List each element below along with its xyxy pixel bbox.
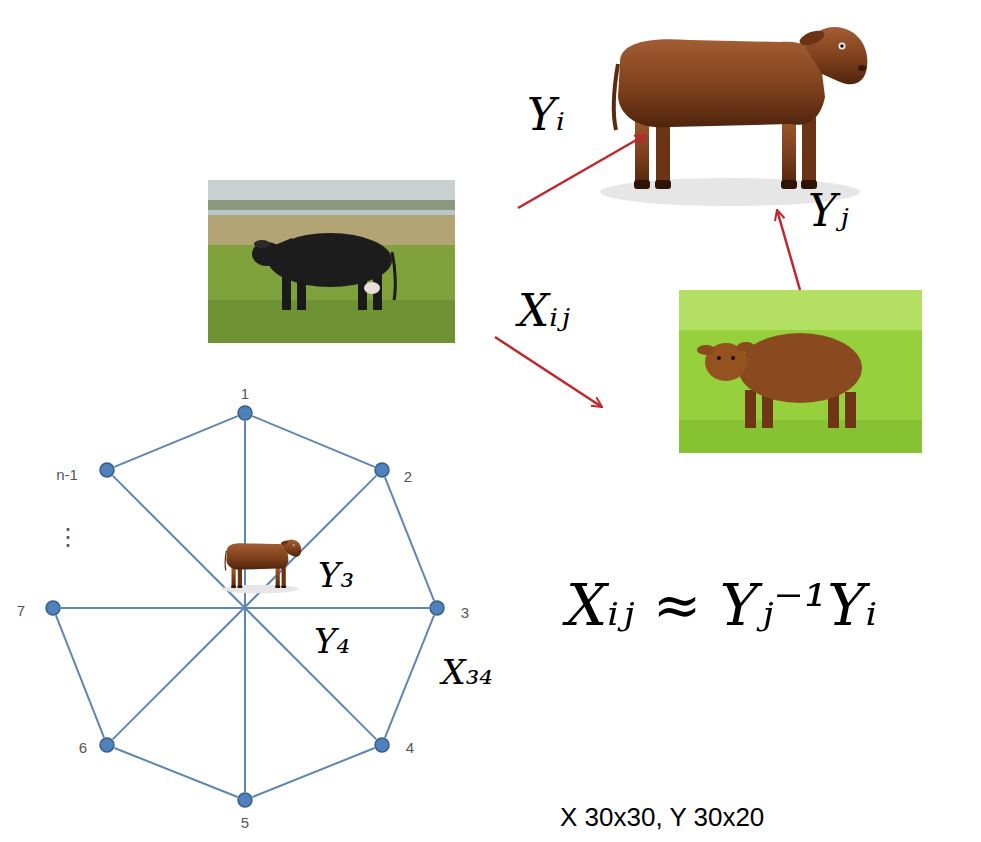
vertex-number: 1 bbox=[241, 386, 249, 401]
graph-edge bbox=[385, 477, 434, 600]
vertex-dot bbox=[429, 600, 445, 616]
vertex-dot bbox=[374, 462, 390, 478]
formula: Xᵢⱼ ≈ Yⱼ⁻¹Yᵢ bbox=[566, 572, 877, 639]
vertex-dot bbox=[99, 737, 115, 753]
graph-vertex: 5 bbox=[237, 792, 253, 808]
cow-model bbox=[600, 27, 867, 206]
vertex-dot bbox=[374, 737, 390, 753]
graph-edge bbox=[113, 476, 377, 740]
vertex-dot bbox=[99, 462, 115, 478]
graph-vertex: 6 bbox=[99, 737, 115, 753]
graph-vertex: 7 bbox=[45, 600, 61, 616]
graph-vertex: 2 bbox=[374, 462, 390, 478]
cow-model bbox=[221, 540, 301, 594]
vertex-dot bbox=[45, 600, 61, 616]
graph-vertex: 3 bbox=[429, 600, 445, 616]
vertex-dot bbox=[237, 405, 253, 421]
graph-edge bbox=[252, 748, 374, 797]
graph-edge bbox=[385, 615, 434, 737]
ellipsis-mark: ⋮ bbox=[56, 524, 80, 552]
vertex-number: n-1 bbox=[56, 467, 78, 482]
mapping-arrow bbox=[495, 135, 800, 407]
size-note: X 30x30, Y 30x20 bbox=[560, 803, 764, 833]
graph-edge bbox=[56, 615, 104, 737]
cow-photo bbox=[679, 290, 922, 453]
edge-label: X₃₄ bbox=[440, 653, 495, 692]
vertex-number: 5 bbox=[241, 815, 249, 830]
graph-vertex: 4 bbox=[374, 737, 390, 753]
transform-label: Yᵢ bbox=[527, 90, 565, 141]
vertex-number: 4 bbox=[406, 740, 414, 755]
transform-label: Xᵢⱼ bbox=[518, 286, 570, 337]
vertex-number: 2 bbox=[404, 469, 412, 484]
graph-edge bbox=[252, 416, 374, 467]
vertex-number: 7 bbox=[17, 603, 25, 618]
graph-vertex: 1 bbox=[237, 405, 253, 421]
transform-label: Y₄ bbox=[314, 622, 350, 661]
vertex-number: 6 bbox=[79, 740, 87, 755]
transform-label: Yⱼ bbox=[808, 186, 849, 237]
vertex-number: 3 bbox=[461, 605, 469, 620]
graph-edge bbox=[113, 476, 377, 740]
vertex-dot bbox=[237, 792, 253, 808]
graph-edge bbox=[114, 416, 237, 467]
transform-label: Y₃ bbox=[318, 556, 354, 595]
cow-photo bbox=[208, 180, 455, 343]
graph-vertex: n-1 bbox=[99, 462, 115, 478]
graph-edge bbox=[114, 748, 237, 797]
